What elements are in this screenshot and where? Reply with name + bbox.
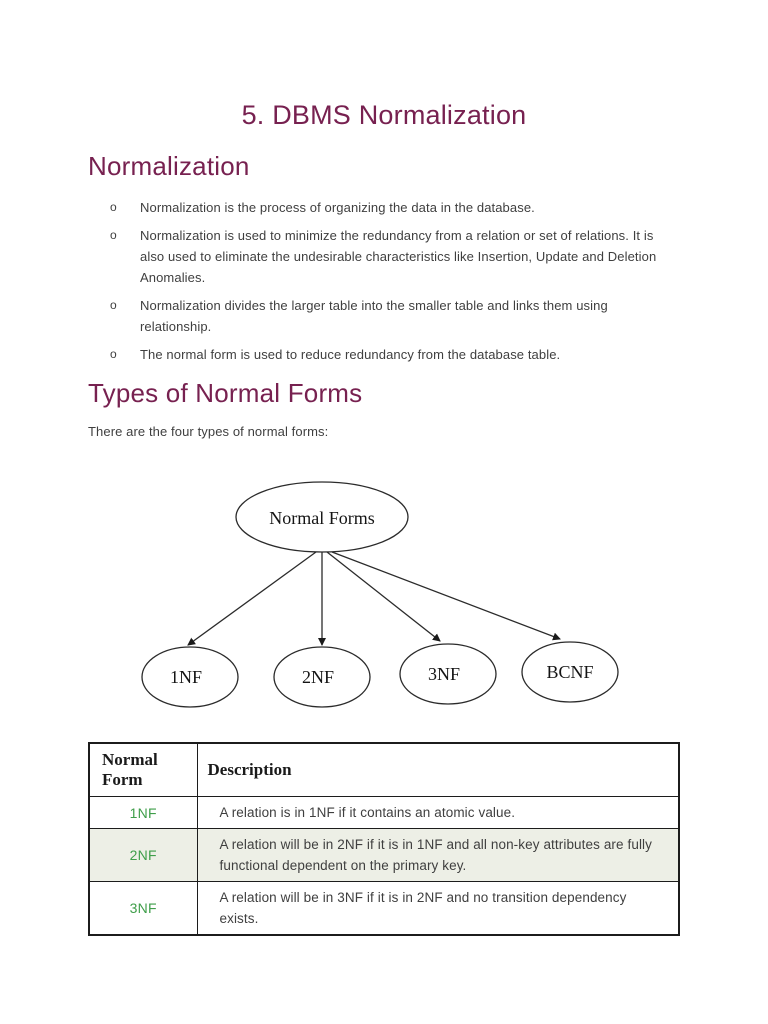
bullet-text: Normalization is used to minimize the re… bbox=[140, 228, 657, 285]
description-cell: A relation is in 1NF if it contains an a… bbox=[196, 796, 680, 829]
bullet-text: Normalization is the process of organizi… bbox=[140, 200, 535, 215]
diagram-node-3nf-label: 3NF bbox=[428, 664, 460, 684]
arrow-to-3nf bbox=[326, 551, 441, 642]
bullet-marker: o bbox=[110, 228, 117, 242]
heading-normalization: Normalization bbox=[88, 151, 250, 181]
diagram-node-2nf-label: 2NF bbox=[302, 667, 334, 687]
diagram-node-1nf bbox=[141, 646, 239, 708]
table-header-description: Description bbox=[196, 742, 680, 797]
page-title: 5. DBMS Normalization bbox=[241, 100, 527, 130]
bullet-list: o Normalization is the process of organi… bbox=[110, 197, 680, 365]
description-cell: A relation will be in 2NF if it is in 1N… bbox=[196, 828, 680, 882]
table-row: 2NF A relation will be in 2NF if it is i… bbox=[88, 828, 680, 882]
bullet-text: The normal form is used to reduce redund… bbox=[140, 347, 561, 362]
diagram-node-bcnf-label: BCNF bbox=[546, 662, 593, 682]
diagram-root-ellipse bbox=[235, 481, 409, 553]
table-row: 1NF A relation is in 1NF if it contains … bbox=[88, 796, 680, 829]
diagram-node-2nf bbox=[273, 646, 371, 708]
normal-forms-diagram: Normal Forms 1NF 2NF 3NF BCNF bbox=[120, 476, 680, 716]
bullet-text: Normalization divides the larger table i… bbox=[140, 298, 608, 334]
description-cell: A relation will be in 3NF if it is in 2N… bbox=[196, 881, 680, 936]
bullet-item: o Normalization is used to minimize the … bbox=[110, 225, 680, 288]
diagram-node-1nf-label: 1NF bbox=[170, 667, 202, 687]
diagram-node-bcnf bbox=[521, 641, 619, 703]
bullet-marker: o bbox=[110, 200, 117, 214]
diagram-node-3nf bbox=[399, 643, 497, 705]
normal-forms-table: Normal Form Description 1NF A relation i… bbox=[88, 742, 680, 936]
bullet-item: o Normalization divides the larger table… bbox=[110, 295, 680, 337]
bullet-marker: o bbox=[110, 347, 117, 361]
nf-cell: 2NF bbox=[88, 828, 198, 882]
heading-types-of-normal-forms: Types of Normal Forms bbox=[88, 378, 363, 408]
nf-cell: 1NF bbox=[88, 796, 198, 829]
diagram-arrows bbox=[187, 551, 561, 646]
table-row: 3NF A relation will be in 3NF if it is i… bbox=[88, 881, 680, 936]
table-header-normal-form: Normal Form bbox=[88, 742, 198, 797]
intro-text: There are the four types of normal forms… bbox=[88, 424, 329, 439]
arrow-to-1nf bbox=[187, 551, 317, 646]
arrow-to-bcnf bbox=[331, 551, 561, 641]
table-header-row: Normal Form Description bbox=[88, 742, 680, 797]
bullet-item: o Normalization is the process of organi… bbox=[110, 197, 680, 218]
diagram-root-label: Normal Forms bbox=[269, 508, 375, 528]
bullet-marker: o bbox=[110, 298, 117, 312]
bullet-item: o The normal form is used to reduce redu… bbox=[110, 344, 680, 365]
nf-cell: 3NF bbox=[88, 881, 198, 936]
